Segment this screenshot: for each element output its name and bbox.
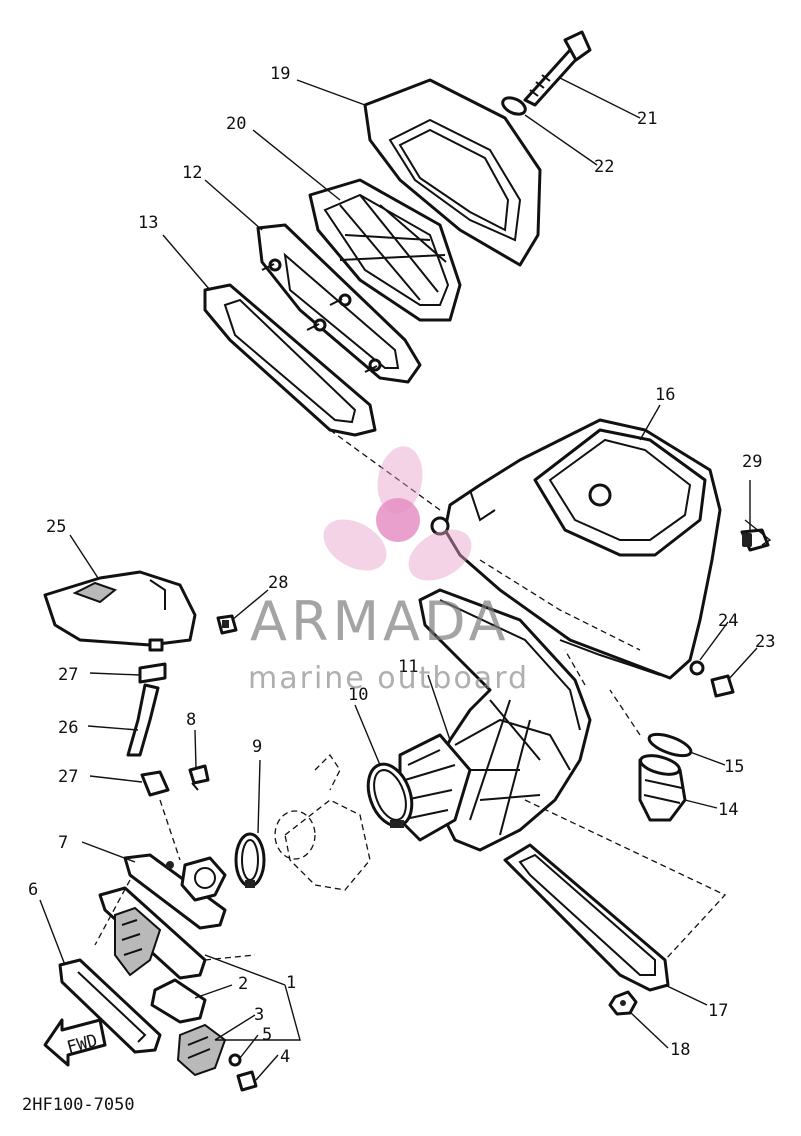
part-18-nut [608, 990, 638, 1016]
part-28-screw [216, 614, 238, 635]
part-12-filter-plate [256, 223, 422, 384]
propeller-logo-icon [323, 446, 472, 581]
carburetor-reference-outline [274, 753, 371, 891]
armada-watermark: ARMADA marine outboard [248, 446, 529, 696]
drawing-code: 2HF100-7050 [22, 1095, 135, 1115]
forward-arrow-icon: FWD [43, 1018, 107, 1067]
callout-8: 8 [186, 710, 196, 730]
callout-20: 20 [226, 114, 246, 134]
part-10-hose-clamp [366, 762, 414, 828]
callout-23: 23 [755, 632, 775, 652]
part-21-wing-bolt [523, 30, 592, 107]
callout-27-lower: 27 [58, 767, 78, 787]
part-8-bolt [188, 764, 210, 791]
callout-5: 5 [262, 1025, 272, 1045]
part-7-carburetor-joint [123, 853, 227, 930]
callout-labels: 1 2 3 4 5 6 7 8 9 10 11 12 13 14 15 16 1… [28, 64, 775, 1067]
callout-13: 13 [138, 213, 158, 233]
callout-6: 6 [28, 880, 38, 900]
callout-18: 18 [670, 1040, 690, 1060]
leader-lines [39, 77, 772, 1081]
part-22-washer [501, 96, 527, 116]
part-29-grommet [740, 528, 770, 552]
part-5-washer [228, 1053, 242, 1067]
callout-12: 12 [182, 163, 202, 183]
callout-17: 17 [708, 1001, 728, 1021]
callout-7: 7 [58, 833, 68, 853]
part-4-screw [236, 1070, 258, 1092]
part-27-hose-clip-upper [138, 662, 167, 684]
callout-19: 19 [270, 64, 290, 84]
part-26-breather-hose [126, 683, 160, 757]
callout-10: 10 [348, 685, 368, 705]
callout-25: 25 [46, 517, 66, 537]
part-19-filter-element [363, 78, 542, 267]
part-17-cover [503, 843, 670, 992]
part-1-reed-valve-assembly [98, 886, 207, 980]
part-14-joint [638, 754, 687, 822]
part-2-reed-valve-stopper [150, 978, 207, 1024]
callout-27: 27 [58, 665, 78, 685]
part-20-filter-guide [308, 178, 462, 322]
callout-24: 24 [718, 611, 738, 631]
callout-29: 29 [742, 452, 762, 472]
callout-2: 2 [238, 974, 248, 994]
part-11-intake-duct [398, 588, 592, 852]
callout-28: 28 [268, 573, 288, 593]
callout-9: 9 [252, 737, 262, 757]
part-6-gasket [58, 958, 162, 1054]
callout-26: 26 [58, 718, 78, 738]
watermark-tagline: marine outboard [248, 661, 529, 696]
callout-21: 21 [637, 109, 657, 129]
callout-14: 14 [718, 800, 738, 820]
callout-4: 4 [280, 1047, 290, 1067]
part-24-washer [689, 660, 705, 676]
callout-22: 22 [594, 157, 614, 177]
callout-3: 3 [254, 1005, 264, 1025]
callout-1: 1 [286, 973, 296, 993]
part-9-clamp [234, 832, 266, 888]
part-27-hose-clip-lower [140, 770, 170, 797]
callout-15: 15 [724, 757, 744, 777]
part-23-bolt [710, 674, 735, 698]
watermark-brand: ARMADA [250, 590, 510, 653]
callout-11: 11 [398, 657, 418, 677]
part-25-breather-tank [43, 570, 197, 652]
part-13-gasket [203, 283, 377, 437]
part-16-air-filter-case [430, 418, 722, 680]
part-3-reed-petal [176, 1023, 227, 1077]
callout-16: 16 [655, 385, 675, 405]
